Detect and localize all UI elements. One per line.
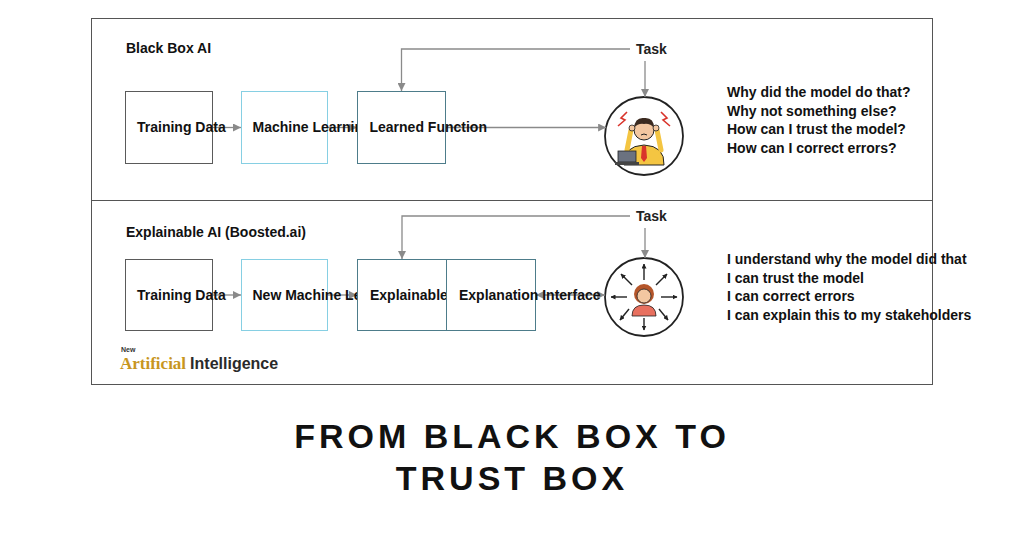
arrow	[643, 318, 644, 330]
process-box: Learned Function	[357, 91, 446, 164]
panel-heading: Black Box AI	[126, 40, 211, 56]
arrow	[661, 296, 677, 297]
hand	[653, 125, 659, 131]
thought-bullet: I understand why the model did that	[727, 253, 967, 267]
laptop	[618, 151, 636, 162]
thought-bullet: Why not something else?	[727, 105, 897, 119]
process-box: New Machine Learning Process	[241, 259, 328, 331]
thought-bullet: How can I correct errors?	[727, 142, 897, 156]
task-label: Task	[636, 41, 667, 57]
body	[632, 305, 656, 316]
flow-arrow	[213, 127, 241, 128]
arm	[627, 130, 631, 150]
arrow	[656, 274, 667, 285]
arm	[657, 130, 661, 150]
thought-list: Why did the model do that?Why not someth…	[707, 83, 877, 157]
user-node: Why did the model do that?Why not someth…	[605, 97, 685, 177]
face	[637, 289, 651, 303]
process-box: Training Data	[125, 91, 213, 164]
flow-arrow	[402, 49, 631, 91]
arrow	[659, 309, 668, 320]
process-box: Explanation Interface	[446, 259, 536, 331]
logo-text: New	[121, 346, 135, 353]
flow-arrow	[213, 294, 241, 295]
confident-user-icon	[605, 258, 683, 336]
arrow	[621, 274, 632, 285]
thought-bullet: I can explain this to my stakeholders	[727, 309, 971, 323]
thought-bullet: I can correct errors	[727, 290, 855, 304]
hair	[634, 118, 654, 128]
box-label: Training Data	[137, 120, 201, 135]
section-panel: Black Box AI Training Data Machine Learnin…	[91, 18, 933, 201]
thought-list: I understand why the model did thatI can…	[707, 250, 877, 324]
page-title: FROM BLACK BOX TO TRUST BOX	[262, 415, 762, 499]
panel-heading: Explainable AI (Boosted.ai)	[126, 224, 306, 240]
box-label: Training Data	[137, 288, 201, 303]
flow-arrow	[446, 127, 606, 128]
mouth	[641, 134, 647, 135]
box-label: Machine Learning Process	[253, 120, 317, 135]
box-label: New Machine Learning Process	[253, 288, 317, 303]
task-label: Task	[636, 208, 667, 224]
task-node: Task	[636, 40, 667, 58]
task-node: Task	[636, 207, 667, 225]
box-label: Learned Function	[370, 120, 434, 135]
user-node: I understand why the model did thatI can…	[605, 258, 685, 338]
stress-bolt	[618, 112, 627, 126]
icon-circle	[605, 97, 683, 175]
thought-bullet: How can I trust the model?	[727, 123, 906, 137]
arrow	[643, 264, 644, 280]
logo-text: Artificial	[120, 354, 186, 374]
hair	[634, 284, 654, 304]
tie	[641, 146, 647, 162]
icon-circle	[605, 258, 683, 336]
logo-text: Intelligence	[190, 355, 278, 373]
arrow	[611, 296, 627, 297]
flow-arrow	[644, 61, 645, 97]
process-box: Training Data	[125, 259, 213, 331]
flow-arrow	[536, 294, 605, 295]
process-box: Machine Learning Process	[241, 91, 328, 164]
radiating-arrows	[611, 264, 677, 330]
flow-arrow	[644, 228, 645, 258]
process-box: Explainable Model	[357, 259, 447, 331]
flow-arrow	[402, 216, 630, 259]
box-label: Explanation Interface	[459, 288, 523, 303]
stressed-user-icon	[605, 97, 683, 175]
arrow	[620, 309, 629, 320]
laptop-base	[615, 162, 639, 165]
thought-bullet: Why did the model do that?	[727, 86, 911, 100]
flow-arrow	[328, 294, 357, 295]
stress-bolt	[661, 112, 670, 126]
box-label: Explainable Model	[370, 288, 434, 303]
flow-arrow	[328, 127, 357, 128]
hand	[629, 125, 635, 131]
thought-bullet: I can trust the model	[727, 272, 864, 286]
